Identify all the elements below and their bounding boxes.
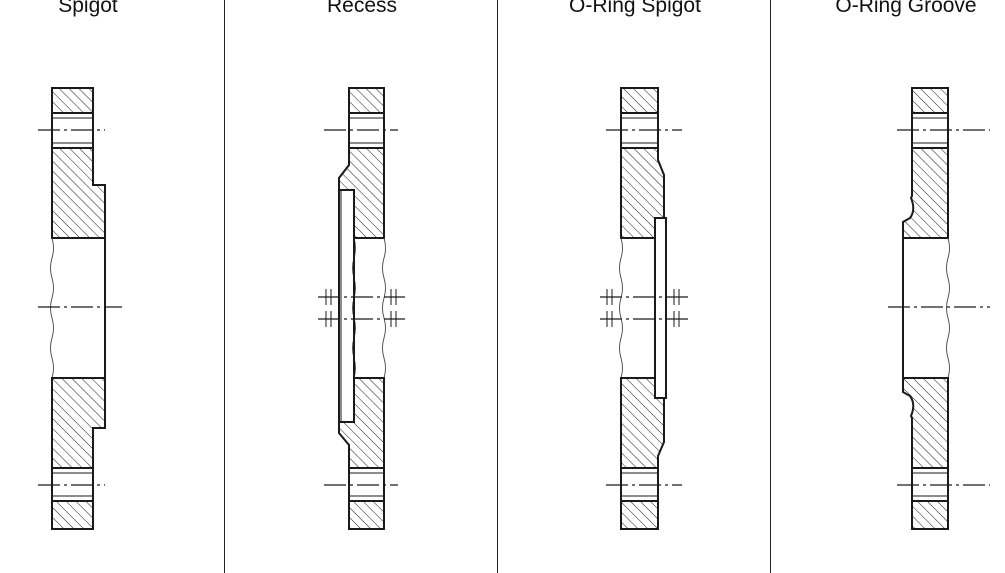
panel-title-oring-groove: O-Ring Groove — [835, 0, 977, 17]
flange-oring-spigot — [600, 87, 688, 530]
bore — [52, 237, 106, 379]
hatched-section — [620, 500, 659, 530]
flange-oring-groove — [888, 87, 990, 530]
hatched-section — [338, 147, 385, 239]
panel-title-spigot: Spigot — [58, 0, 118, 17]
hatched-section — [620, 147, 665, 239]
panel-title-recess: Recess — [326, 0, 398, 17]
panel-divider — [224, 0, 225, 573]
panel-divider — [497, 0, 498, 573]
hatched-section — [348, 87, 385, 114]
hatched-section — [338, 377, 385, 469]
hatched-section — [51, 87, 94, 114]
break-marks — [318, 289, 405, 327]
hatched-section — [348, 500, 385, 530]
hatched-section — [51, 377, 106, 469]
panel-divider — [770, 0, 771, 573]
hatched-section — [902, 377, 949, 469]
hatched-section — [911, 87, 949, 114]
hatched-section — [620, 87, 659, 114]
oring-spigot-face — [654, 217, 667, 399]
flange-spigot — [38, 87, 122, 530]
hatched-section — [911, 500, 949, 530]
hatched-section — [51, 147, 106, 239]
flange-recess — [318, 87, 405, 530]
panel-title-oring-spigot: O-Ring Spigot — [569, 0, 701, 17]
break-marks — [600, 289, 688, 327]
hatched-section — [51, 500, 94, 530]
hatched-section — [620, 377, 665, 469]
hatched-section — [902, 147, 949, 239]
